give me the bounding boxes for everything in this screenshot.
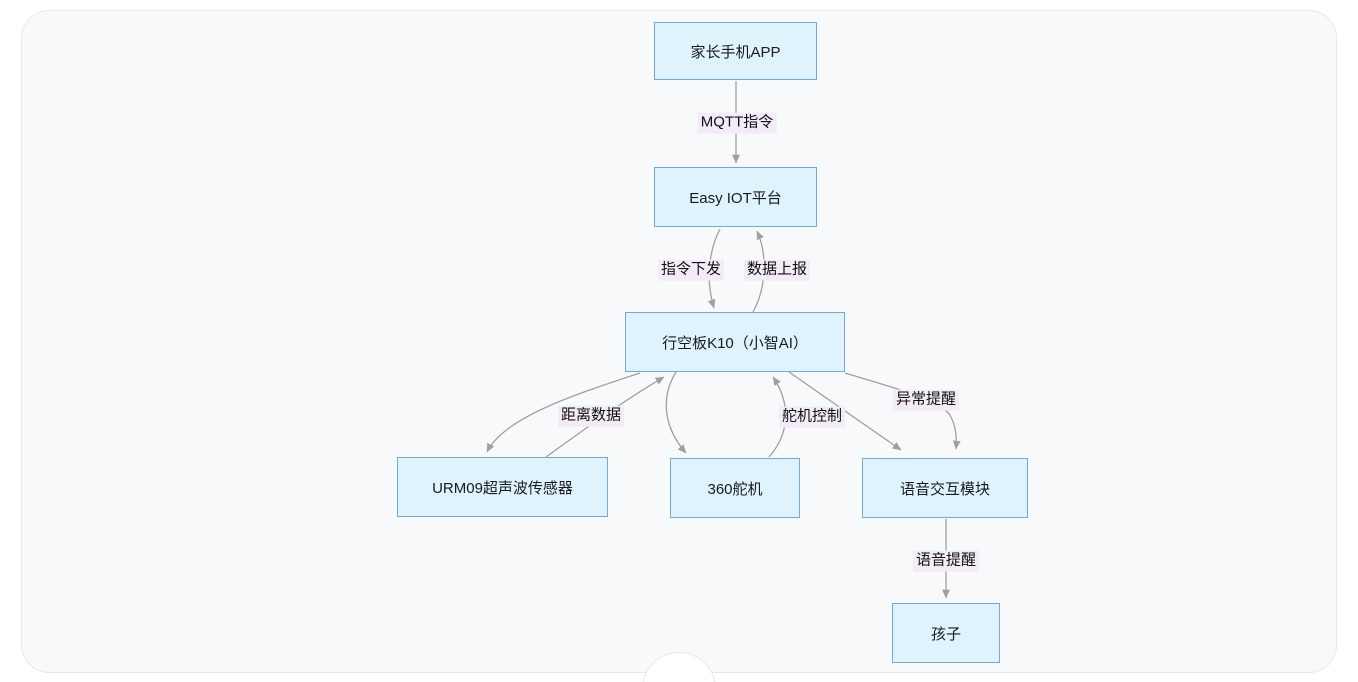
edge-label-abnormal-alert: 异常提醒 bbox=[892, 389, 960, 411]
node-urm09: URM09超声波传感器 bbox=[397, 457, 608, 517]
edge-label-distance-data: 距离数据 bbox=[557, 405, 625, 427]
node-child: 孩子 bbox=[892, 603, 1000, 663]
node-voice-module: 语音交互模块 bbox=[862, 458, 1028, 518]
node-servo360: 360舵机 bbox=[670, 458, 800, 518]
edge-label-servo-control: 舵机控制 bbox=[778, 406, 846, 428]
edge-label-command-down: 指令下发 bbox=[657, 259, 725, 281]
node-k10: 行空板K10（小智AI） bbox=[625, 312, 845, 372]
node-parent-app: 家长手机APP bbox=[654, 22, 817, 80]
edge-label-voice-reminder: 语音提醒 bbox=[912, 550, 980, 572]
edge-label-mqtt-command: MQTT指令 bbox=[697, 112, 777, 134]
edge-label-data-report: 数据上报 bbox=[743, 259, 811, 281]
node-easy-iot: Easy IOT平台 bbox=[654, 167, 817, 227]
